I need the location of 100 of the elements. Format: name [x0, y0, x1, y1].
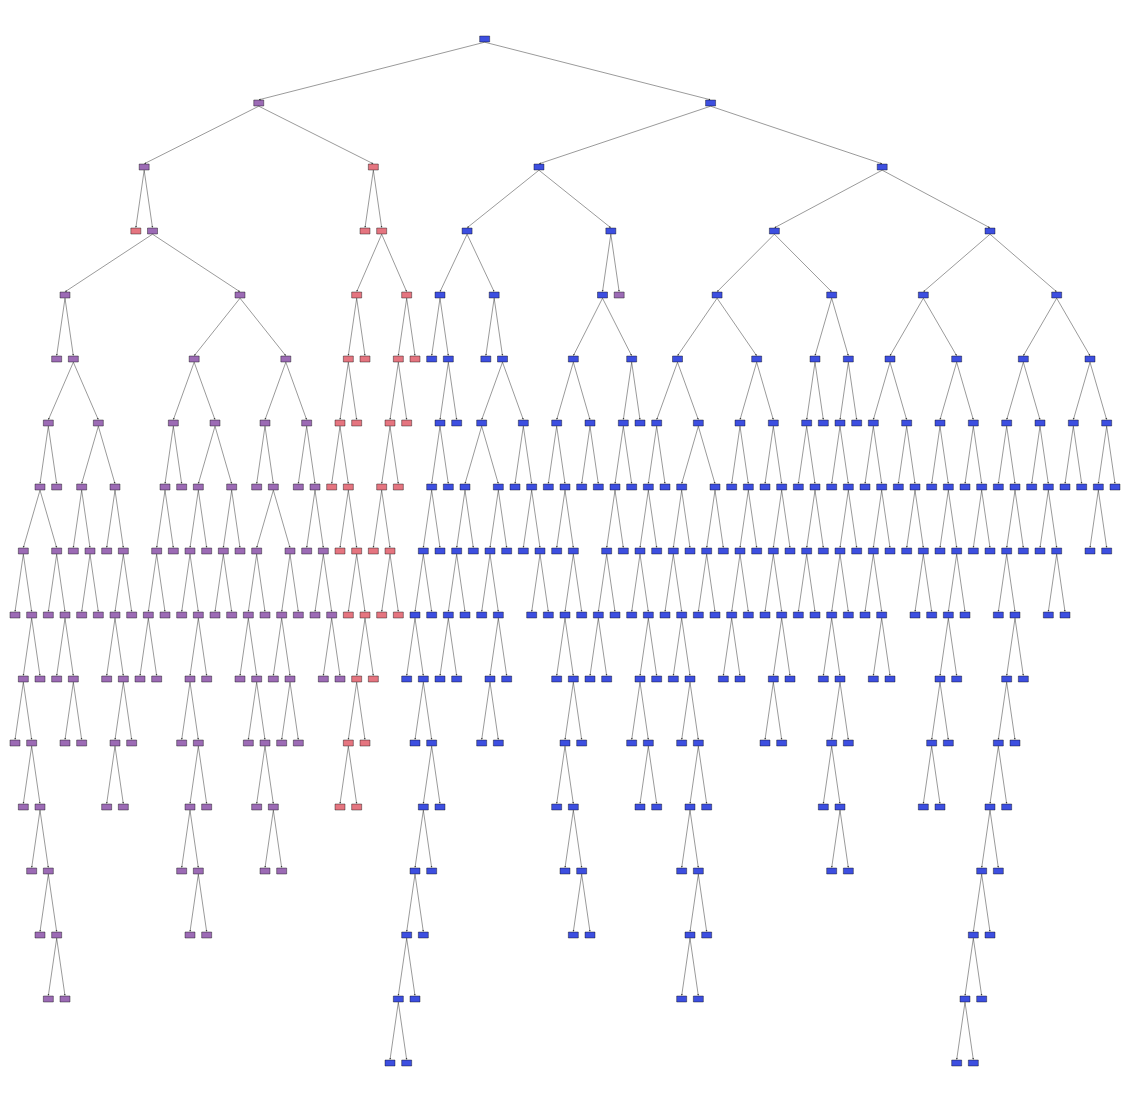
tree-node-box	[351, 419, 362, 427]
tree-node-box	[759, 739, 771, 747]
tree-node-box	[401, 931, 412, 939]
arrow	[39, 426, 49, 484]
arrow	[848, 362, 858, 420]
arrow	[717, 234, 775, 292]
tree-node-box	[818, 547, 829, 555]
arrow	[756, 362, 774, 420]
arrow	[498, 490, 508, 548]
arrow	[456, 554, 466, 612]
arrow	[814, 362, 824, 420]
tree-node-box	[138, 163, 150, 171]
arrow	[589, 426, 599, 484]
tree-node-box	[984, 931, 996, 939]
arrow	[581, 426, 591, 484]
tree-node-box	[951, 547, 962, 555]
arrow	[1023, 298, 1057, 356]
arrow	[923, 554, 933, 612]
tree-node-box	[959, 995, 971, 1003]
tree-node-box	[693, 611, 704, 619]
arrow	[774, 234, 832, 292]
tree-node-box	[209, 611, 221, 619]
tree-node-box	[718, 547, 729, 555]
arrow	[564, 682, 574, 740]
arrow	[198, 874, 208, 932]
arrow	[1023, 362, 1041, 420]
tree-node-box	[834, 547, 846, 555]
tree-node-box	[626, 355, 637, 363]
arrow	[23, 682, 33, 740]
tree-node-box	[368, 163, 379, 171]
arrow	[56, 938, 66, 996]
arrow	[114, 682, 124, 740]
tree-node-box	[43, 419, 54, 427]
tree-node-box	[280, 355, 292, 363]
arrow	[1048, 490, 1058, 548]
arrow	[231, 490, 241, 548]
tree-node-box	[334, 419, 346, 427]
tree-node-box	[451, 675, 462, 683]
arrow	[648, 490, 658, 548]
tree-node-box	[409, 995, 421, 1003]
tree-node-box	[93, 419, 104, 427]
arrow	[389, 362, 399, 420]
arrow	[467, 170, 540, 228]
arrow	[556, 490, 566, 548]
tree-node-box	[693, 995, 704, 1003]
tree-node-box	[393, 611, 404, 619]
arrow	[440, 234, 468, 292]
arrow	[156, 490, 166, 548]
tree-node-box	[693, 739, 704, 747]
tree-node-box	[479, 35, 490, 43]
tree-node-box	[193, 867, 204, 875]
arrow	[23, 490, 41, 548]
arrow	[489, 618, 499, 676]
arrow	[639, 682, 649, 740]
arrow	[273, 490, 291, 548]
arrow	[114, 746, 124, 804]
tree-node-box	[159, 483, 171, 491]
arrow	[573, 554, 583, 612]
tree-node-box	[526, 483, 537, 491]
tree-node-box	[51, 355, 62, 363]
arrow	[314, 554, 324, 612]
arrow	[564, 554, 574, 612]
tree-node-box	[668, 547, 679, 555]
arrow	[939, 682, 949, 740]
tree-node-box	[326, 483, 337, 491]
arrow	[198, 618, 208, 676]
tree-node-box	[705, 99, 716, 107]
arrow	[939, 426, 949, 484]
tree-node-box	[769, 227, 780, 235]
tree-node-box	[393, 995, 404, 1003]
tree-node-box	[818, 803, 829, 811]
arrow	[414, 874, 424, 932]
tree-node-box	[384, 419, 396, 427]
arrow	[214, 426, 232, 484]
tree-node-box	[426, 867, 437, 875]
tree-node-box	[1101, 547, 1112, 555]
tree-node-box	[584, 675, 596, 683]
tree-node-box	[601, 675, 612, 683]
tree-node-box	[651, 675, 662, 683]
tree-node-box	[293, 483, 304, 491]
tree-node-box	[93, 611, 104, 619]
arrow	[614, 490, 624, 548]
arrow	[890, 298, 924, 356]
tree-node-box	[626, 483, 637, 491]
tree-node-box	[251, 483, 262, 491]
arrow	[389, 1002, 399, 1060]
tree-node-box	[559, 867, 571, 875]
arrow	[556, 618, 566, 676]
tree-node-box	[951, 675, 962, 683]
tree-node-box	[243, 611, 254, 619]
tree-node-box	[109, 483, 121, 491]
tree-node-box	[351, 675, 362, 683]
arrow	[602, 234, 612, 292]
arrow	[114, 490, 124, 548]
tree-node-box	[159, 611, 171, 619]
tree-node-box	[51, 483, 62, 491]
tree-node-box	[576, 739, 587, 747]
arrow	[748, 490, 758, 548]
arrow	[114, 618, 124, 676]
tree-node-box	[709, 483, 721, 491]
